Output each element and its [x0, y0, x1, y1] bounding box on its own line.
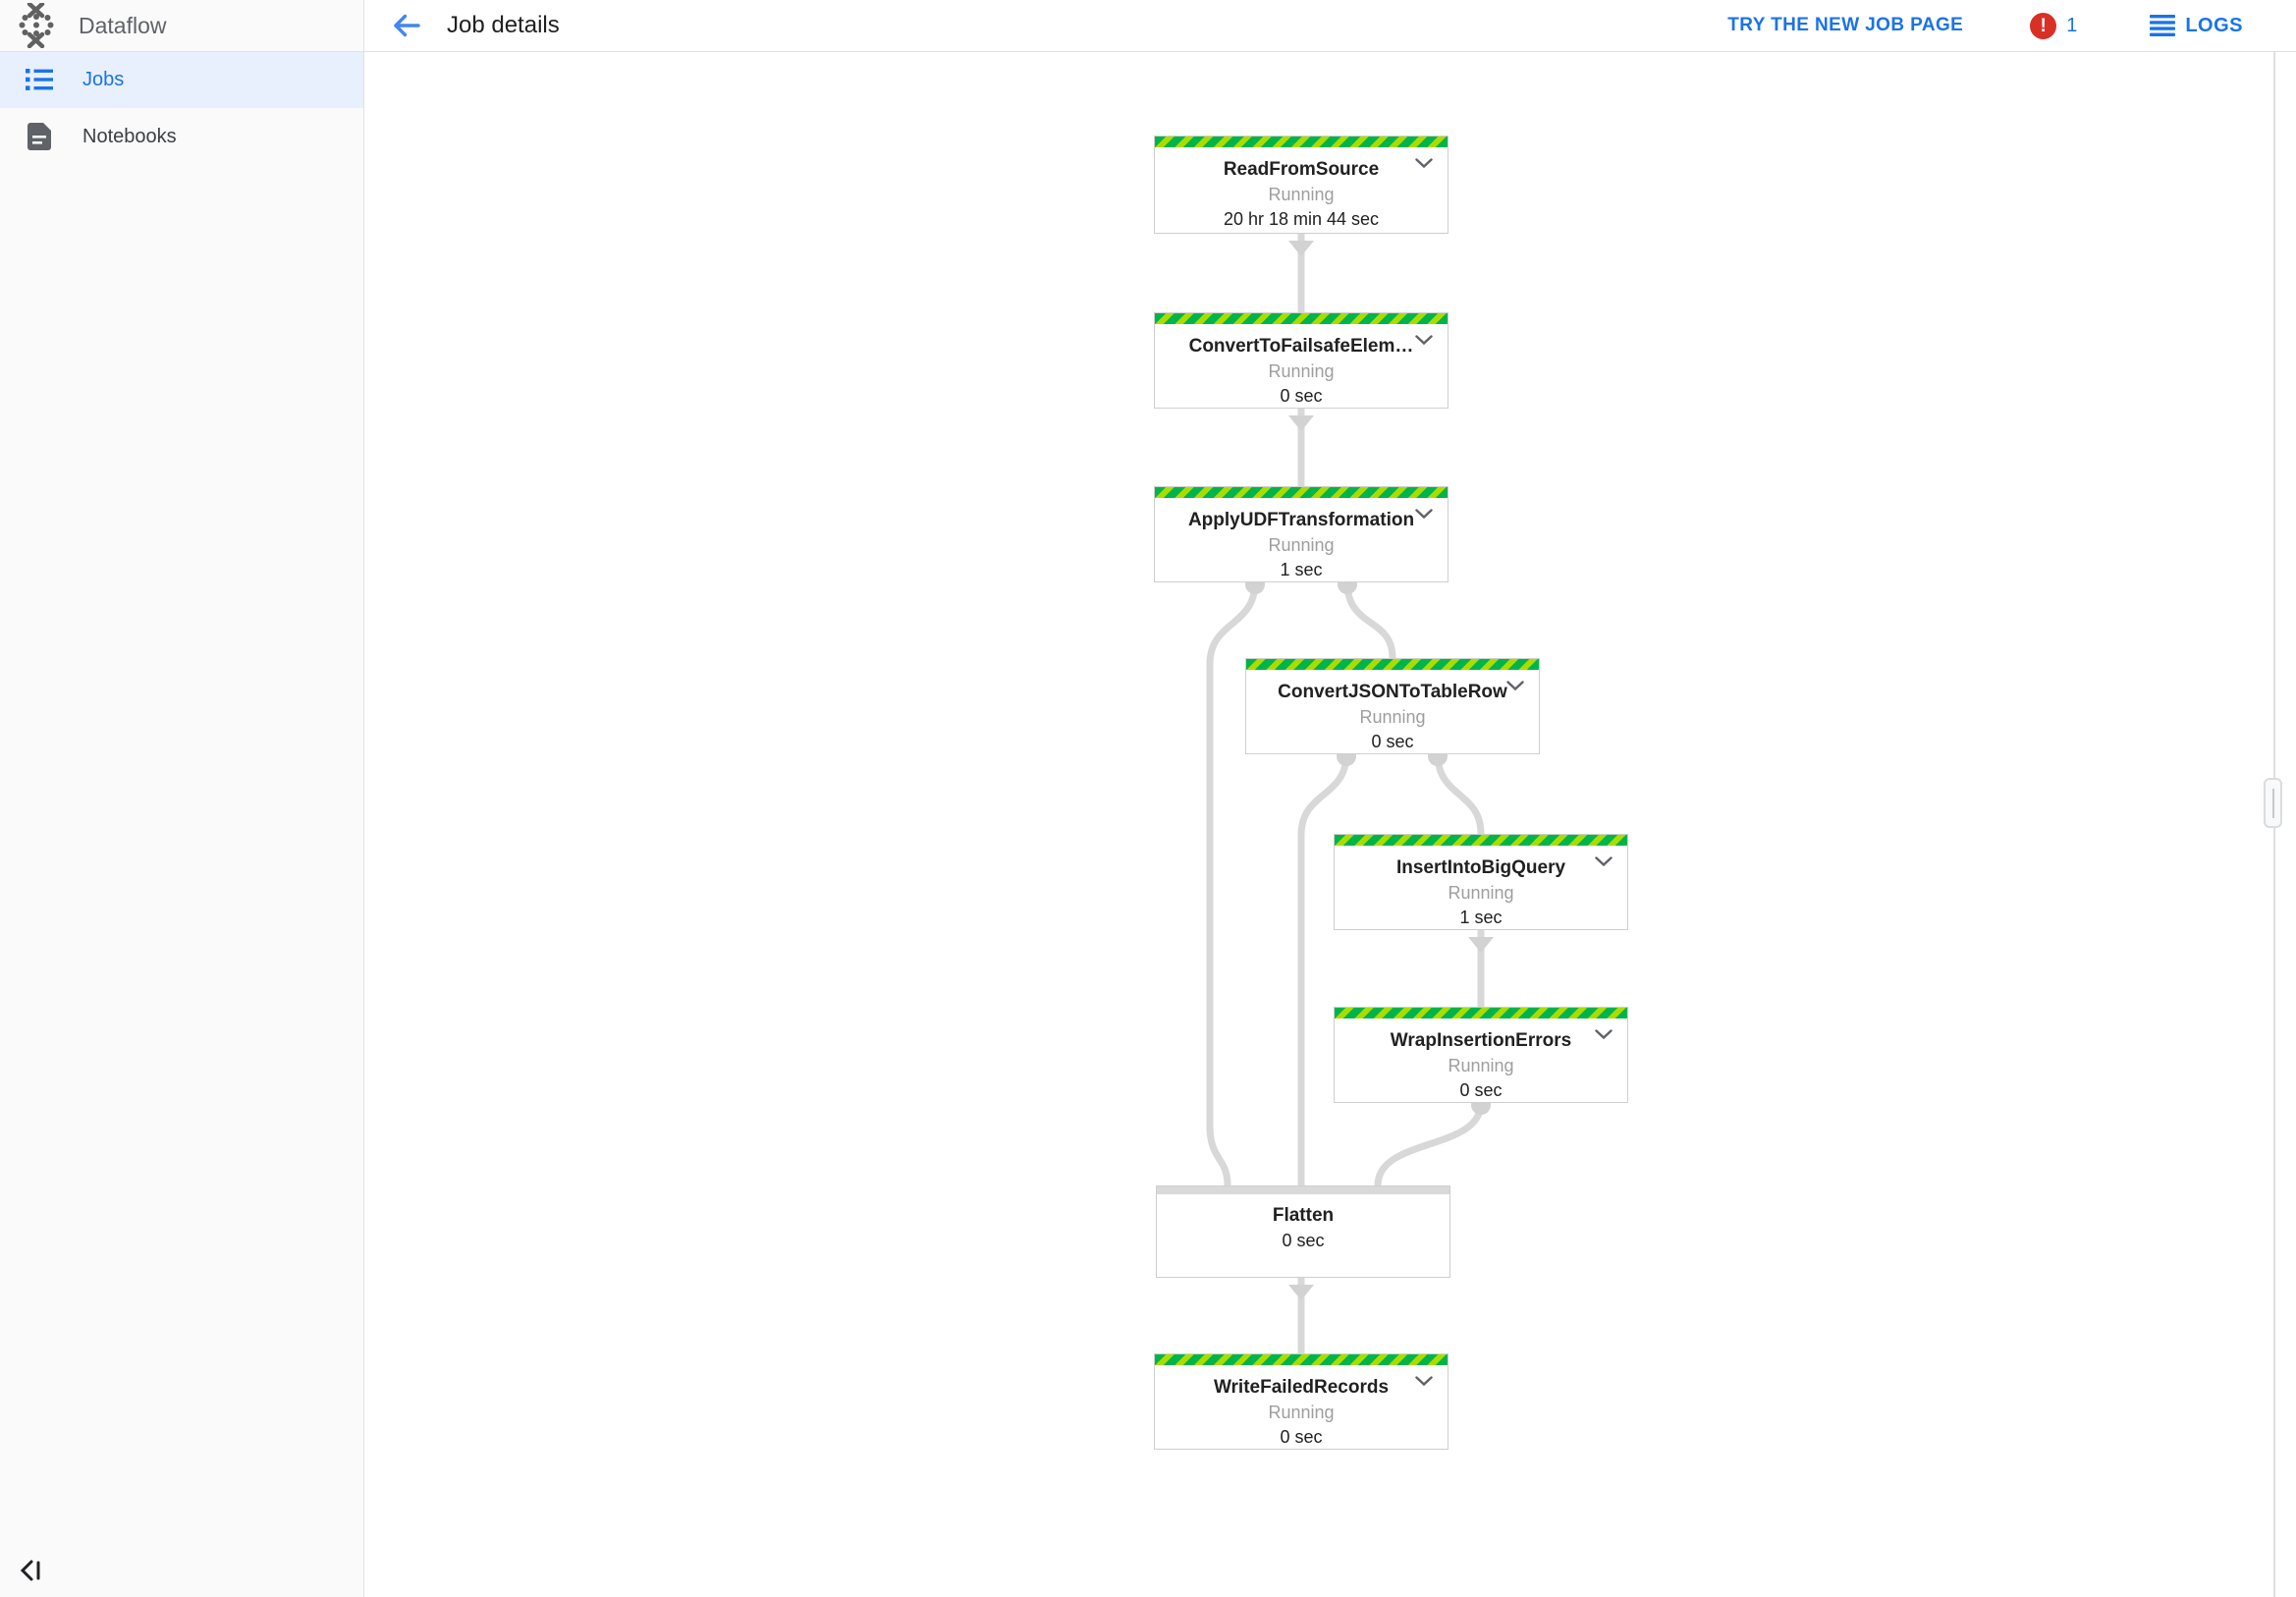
node-status: Running — [1268, 1403, 1335, 1422]
job-errors-indicator[interactable]: ! 1 — [2030, 12, 2078, 39]
logs-button[interactable]: LOGS — [2150, 15, 2243, 37]
logs-icon — [2150, 15, 2176, 36]
chevron-down-icon[interactable] — [1415, 1376, 1433, 1386]
node-status: Running — [1448, 1056, 1514, 1075]
running-status-bar — [1155, 313, 1448, 324]
node-title: ConvertToFailsafeElem… — [1188, 336, 1414, 357]
node-time: 0 sec — [1371, 732, 1414, 751]
graph-node-wrapinsertionerrors[interactable]: WrapInsertionErrors Running 0 sec — [1334, 1007, 1628, 1103]
running-status-bar — [1335, 1008, 1627, 1019]
node-status: Running — [1448, 883, 1514, 903]
product-header: Dataflow — [0, 0, 364, 51]
node-time: 1 sec — [1280, 560, 1323, 579]
panel-resize-handle[interactable] — [2264, 778, 2282, 828]
node-title: Flatten — [1272, 1205, 1335, 1226]
node-title: ReadFromSource — [1223, 159, 1380, 180]
node-status: Running — [1268, 361, 1335, 381]
running-status-bar — [1155, 1354, 1448, 1365]
running-status-bar — [1246, 659, 1539, 670]
sidebar-item-label: Notebooks — [82, 125, 177, 147]
left-nav: Jobs Notebooks — [0, 51, 364, 1597]
node-title: WriteFailedRecords — [1213, 1377, 1390, 1398]
logs-label: LOGS — [2185, 14, 2243, 36]
idle-status-bar — [1157, 1186, 1449, 1194]
header-actions: TRY THE NEW JOB PAGE ! 1 LOGS — [1727, 12, 2243, 39]
job-graph-canvas[interactable] — [365, 52, 2296, 1597]
chevron-down-icon[interactable] — [1595, 856, 1613, 866]
document-icon — [26, 123, 53, 150]
top-app-bar: Dataflow Job details TRY THE NEW JOB PAG… — [0, 0, 2296, 52]
chevron-down-icon[interactable] — [1415, 509, 1433, 519]
page-header: Job details TRY THE NEW JOB PAGE ! 1 LOG… — [364, 0, 2296, 51]
node-time: 0 sec — [1280, 386, 1323, 406]
running-status-bar — [1155, 137, 1448, 147]
sidebar-item-jobs[interactable]: Jobs — [0, 51, 363, 108]
node-title: ConvertJSONToTableRow — [1278, 682, 1507, 702]
sidebar-item-label: Jobs — [82, 68, 125, 90]
running-status-bar — [1155, 487, 1448, 498]
try-new-job-page-link[interactable]: TRY THE NEW JOB PAGE — [1727, 15, 1964, 35]
page-title: Job details — [447, 12, 560, 38]
node-title: ApplyUDFTransformation — [1187, 510, 1415, 530]
node-time: 20 hr 18 min 44 sec — [1223, 209, 1380, 229]
sidebar-item-notebooks[interactable]: Notebooks — [0, 108, 363, 165]
graph-node-applyudftransformation[interactable]: ApplyUDFTransformation Running 1 sec — [1154, 486, 1449, 582]
node-status: Running — [1268, 185, 1335, 204]
product-name: Dataflow — [79, 12, 167, 38]
node-title: InsertIntoBigQuery — [1395, 857, 1566, 878]
graph-node-writefailedrecords[interactable]: WriteFailedRecords Running 0 sec — [1154, 1353, 1449, 1450]
list-icon — [26, 68, 53, 91]
chevron-down-icon[interactable] — [1506, 681, 1524, 690]
node-time: 1 sec — [1459, 908, 1503, 927]
node-status: Running — [1359, 707, 1426, 727]
graph-node-readfromsource[interactable]: ReadFromSource Running 20 hr 18 min 44 s… — [1154, 136, 1449, 234]
chevron-down-icon[interactable] — [1595, 1029, 1613, 1039]
chevron-down-icon[interactable] — [1415, 158, 1433, 168]
collapse-sidebar-button[interactable] — [20, 1556, 53, 1585]
node-title: WrapInsertionErrors — [1390, 1030, 1572, 1051]
dataflow-logo-icon — [19, 3, 54, 48]
graph-node-flatten[interactable]: Flatten 0 sec — [1156, 1185, 1450, 1278]
graph-node-converttofailsafeelem[interactable]: ConvertToFailsafeElem… Running 0 sec — [1154, 312, 1449, 409]
chevron-left-bar-icon — [20, 1560, 40, 1581]
node-status: Running — [1268, 535, 1335, 555]
chevron-down-icon[interactable] — [1415, 335, 1433, 345]
node-time: 0 sec — [1280, 1427, 1323, 1447]
running-status-bar — [1335, 835, 1627, 846]
node-time: 0 sec — [1282, 1231, 1325, 1250]
graph-node-convertjsontotablerow[interactable]: ConvertJSONToTableRow Running 0 sec — [1245, 658, 1540, 754]
error-count: 1 — [2066, 14, 2078, 36]
back-arrow-icon[interactable] — [390, 9, 423, 42]
node-time: 0 sec — [1459, 1080, 1503, 1100]
graph-node-insertintobigquery[interactable]: InsertIntoBigQuery Running 1 sec — [1334, 834, 1628, 930]
error-icon: ! — [2030, 12, 2057, 39]
